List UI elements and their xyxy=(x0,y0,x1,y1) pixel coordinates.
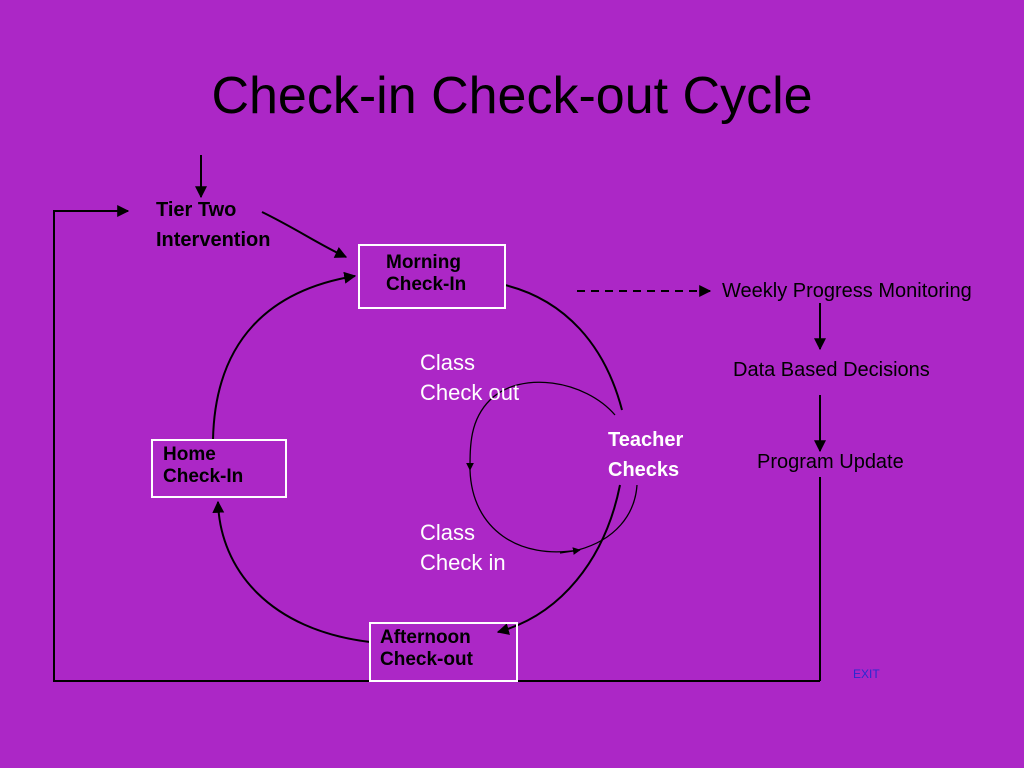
teacher-checks-label: Teacher Checks xyxy=(608,429,684,481)
class-checkout-label: Class Check out xyxy=(420,350,520,405)
class-checkin-label: Class Check in xyxy=(420,520,506,575)
program-update-label: Program Update xyxy=(757,451,904,473)
arrow-tier-two-to-morning xyxy=(261,211,348,258)
home-checkin-label: Home Check-In xyxy=(163,444,244,487)
weekly-progress-label: Weekly Progress Monitoring xyxy=(722,280,972,302)
inner-arc-top xyxy=(466,381,616,471)
arc-home-to-morning xyxy=(212,271,357,441)
slide-title: Check-in Check-out Cycle xyxy=(211,67,813,125)
afternoon-checkout-label: Afternoon Check-out xyxy=(380,627,473,670)
arc-teacher-to-afternoon xyxy=(496,484,621,635)
exit-link[interactable]: EXIT xyxy=(853,667,880,681)
data-decisions-label: Data Based Decisions xyxy=(733,359,930,381)
arc-afternoon-to-home xyxy=(212,500,371,643)
inner-arrowhead xyxy=(559,547,581,555)
afternoon-checkout-box xyxy=(369,622,518,682)
morning-checkin-label: Morning Check-In xyxy=(386,252,467,295)
home-checkin-box xyxy=(151,439,287,498)
morning-checkin-box xyxy=(358,244,506,309)
arc-morning-to-teacher xyxy=(504,284,623,411)
tier-two-label: Tier Two Intervention xyxy=(156,199,271,251)
